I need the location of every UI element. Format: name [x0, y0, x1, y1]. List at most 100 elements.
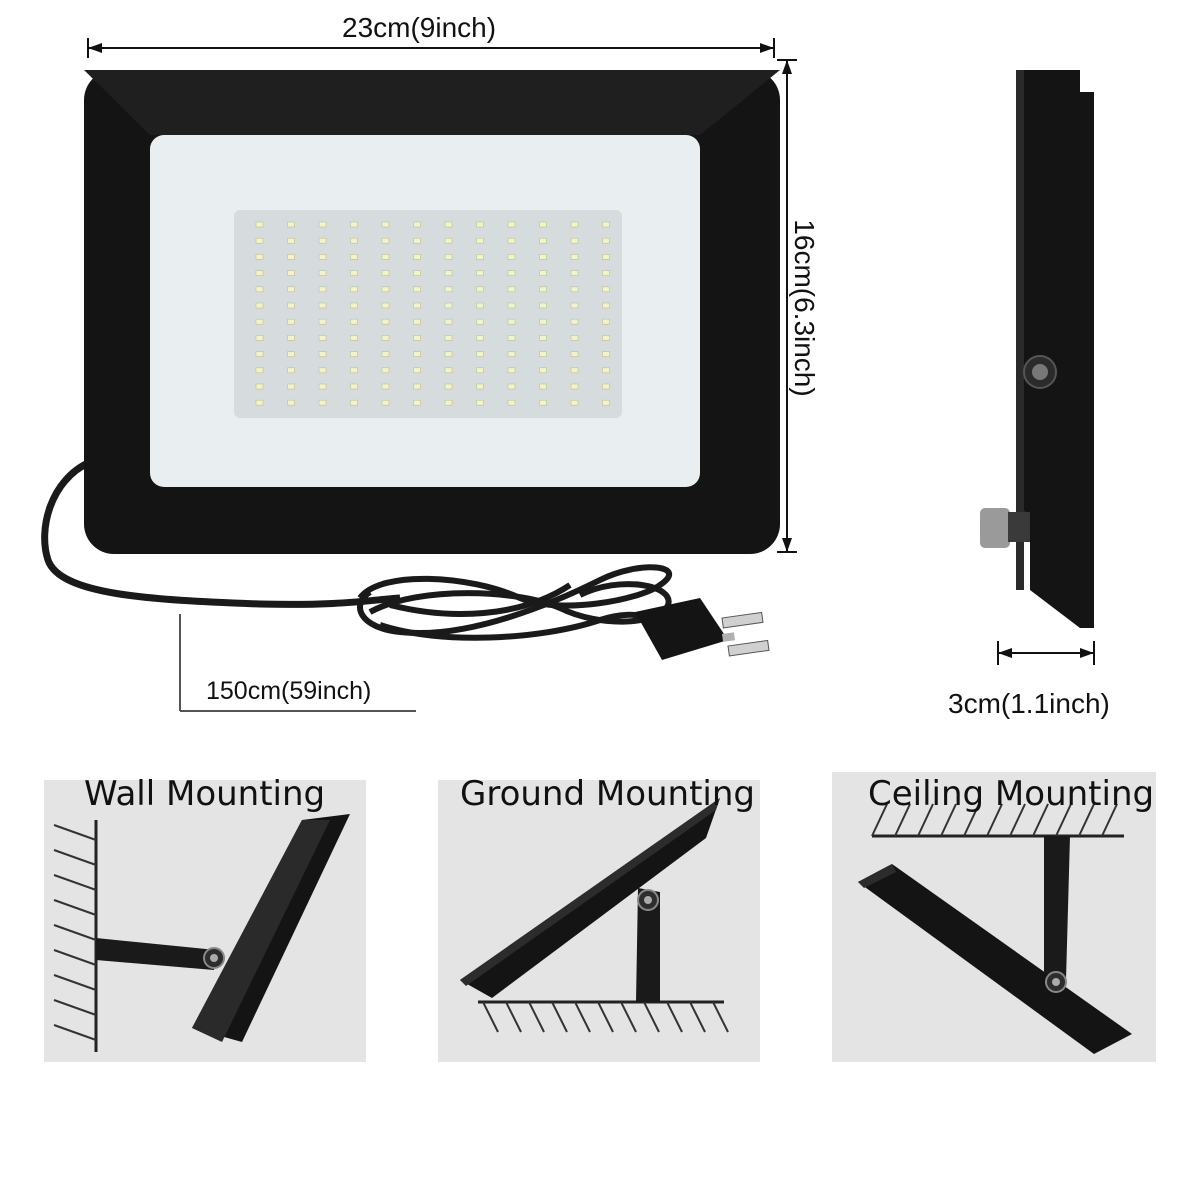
- ceiling-mounting-label: Ceiling Mounting: [868, 774, 1155, 814]
- ceiling-mount-diagram: [858, 803, 1132, 1054]
- led-chip: [602, 254, 610, 260]
- led-chip: [381, 383, 390, 390]
- led-chip: [381, 318, 390, 325]
- led-chip: [413, 254, 421, 260]
- led-chip: [287, 270, 295, 276]
- led-chip: [287, 383, 295, 390]
- led-chip: [507, 351, 516, 357]
- plug-icon: [635, 598, 770, 660]
- led-chip: [602, 270, 610, 276]
- power-cable: [41, 458, 401, 608]
- led-chip: [570, 383, 579, 390]
- led-chip: [255, 270, 264, 276]
- height-label: 16cm(6.3inch): [789, 219, 820, 397]
- led-chip: [539, 318, 547, 325]
- led-chip: [444, 302, 453, 309]
- led-chip: [287, 351, 295, 357]
- led-chip: [318, 351, 327, 357]
- led-chip: [381, 399, 390, 406]
- led-chip: [255, 351, 264, 357]
- led-chip: [539, 351, 547, 357]
- led-chip: [413, 221, 421, 228]
- side-view: [980, 70, 1094, 628]
- wall-mounting-panel: [44, 780, 366, 1062]
- led-chip: [255, 286, 264, 293]
- led-chip: [381, 367, 390, 374]
- led-chip: [570, 399, 579, 406]
- led-chip: [476, 254, 484, 260]
- led-chip: [318, 335, 327, 341]
- led-chip: [413, 302, 421, 309]
- depth-dimension-line: [997, 641, 1095, 665]
- ceiling-mounting-panel: [832, 772, 1156, 1062]
- led-chip: [381, 286, 390, 293]
- led-chip: [476, 237, 484, 244]
- led-chip: [539, 270, 547, 276]
- ground-mounting-panel: [438, 780, 760, 1062]
- led-chip: [570, 335, 579, 341]
- ground-mount-diagram: [460, 798, 729, 1033]
- led-chip: [570, 286, 579, 293]
- led-chip: [381, 254, 390, 260]
- wall-mounting-label: Wall Mounting: [84, 774, 326, 814]
- led-chip: [507, 367, 516, 374]
- led-chip: [287, 367, 295, 374]
- led-chip: [476, 221, 484, 228]
- led-chip: [570, 254, 579, 260]
- led-chip: [570, 237, 579, 244]
- led-chip: [476, 399, 484, 406]
- led-chip: [287, 335, 295, 341]
- led-chip: [444, 399, 453, 406]
- led-chip: [476, 286, 484, 293]
- led-chip: [507, 302, 516, 309]
- led-chip: [507, 237, 516, 244]
- led-chip: [570, 367, 579, 374]
- led-chip: [255, 302, 264, 309]
- led-chip: [570, 351, 579, 357]
- led-chip: [287, 237, 295, 244]
- led-panel: [234, 210, 622, 418]
- led-chip: [444, 383, 453, 390]
- led-chip: [255, 237, 264, 244]
- led-chip: [507, 383, 516, 390]
- led-chip: [539, 237, 547, 244]
- width-dimension-line: [87, 38, 775, 58]
- led-chip: [381, 351, 390, 357]
- led-chip: [350, 383, 358, 390]
- led-chip: [444, 270, 453, 276]
- led-chip: [570, 302, 579, 309]
- led-chip: [413, 270, 421, 276]
- led-chip: [318, 221, 327, 228]
- led-chip: [476, 335, 484, 341]
- led-chip: [255, 318, 264, 325]
- led-chip: [539, 335, 547, 341]
- led-chip: [287, 302, 295, 309]
- led-chip: [318, 399, 327, 406]
- led-chip: [539, 254, 547, 260]
- led-chip: [444, 367, 453, 374]
- led-chip: [287, 254, 295, 260]
- led-chip: [539, 383, 547, 390]
- ground-mounting-label: Ground Mounting: [460, 774, 756, 814]
- led-chip: [476, 351, 484, 357]
- led-chip: [381, 237, 390, 244]
- led-chip: [413, 318, 421, 325]
- led-chip: [350, 335, 358, 341]
- led-chip: [476, 270, 484, 276]
- led-chip: [444, 318, 453, 325]
- led-chip: [476, 383, 484, 390]
- led-chip: [350, 286, 358, 293]
- led-chip: [539, 286, 547, 293]
- led-chip: [381, 335, 390, 341]
- led-chip: [350, 270, 358, 276]
- led-chip: [413, 286, 421, 293]
- coiled-cable: [357, 564, 672, 641]
- led-chip: [507, 270, 516, 276]
- depth-label: 3cm(1.1inch): [948, 688, 1110, 719]
- led-chip: [539, 399, 547, 406]
- led-chip: [413, 399, 421, 406]
- led-chip: [318, 254, 327, 260]
- led-chip: [318, 383, 327, 390]
- led-chip: [570, 221, 579, 228]
